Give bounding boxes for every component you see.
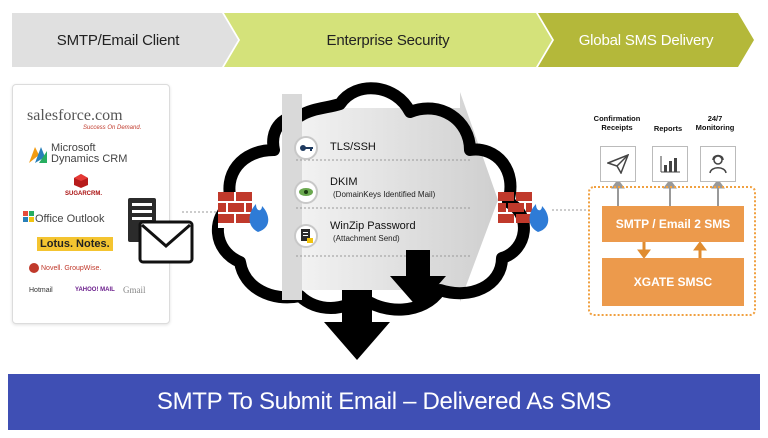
banner-text: SMTP To Submit Email – Delivered As SMS xyxy=(156,388,612,415)
stage-label: SMTP/Email Client xyxy=(56,31,180,49)
salesforce-logo: salesforce.com xyxy=(27,107,123,124)
yahoo-mail-logo: YAHOO! MAIL xyxy=(75,287,115,293)
lotus-notes-text: Lotus. Notes. xyxy=(40,238,110,250)
gmail-logo: Gmail xyxy=(123,285,146,295)
feature-label: 24/7 Monitoring xyxy=(695,114,735,132)
stage-label: Global SMS Delivery xyxy=(578,31,714,49)
outlook-icon xyxy=(23,211,34,222)
sugarcrm-logo: SUGARCRM. xyxy=(65,191,102,197)
dynamics-crm-text: Dynamics CRM xyxy=(51,153,128,165)
eye-icon xyxy=(294,180,318,204)
stage-global-sms-delivery: Global SMS Delivery xyxy=(538,13,754,67)
summary-banner: SMTP To Submit Email – Delivered As SMS xyxy=(8,374,760,430)
hotmail-logo: Hotmail xyxy=(29,287,53,294)
down-arrow-large xyxy=(324,290,390,360)
novell-groupwise-logo: Novell. GroupWise. xyxy=(41,265,102,272)
bar-chart-icon xyxy=(652,146,688,182)
left-firewall-icon xyxy=(218,192,269,232)
feature-label: Confirmation Receipts xyxy=(593,114,641,132)
office-outlook-logo: Office Outlook xyxy=(35,213,105,225)
lotus-notes-logo: Lotus. Notes. xyxy=(37,237,113,251)
sms-delivery-group xyxy=(588,186,756,316)
document-lock-icon xyxy=(294,224,318,248)
microsoft-dynamics-logo: Microsoft Dynamics CRM xyxy=(51,143,127,165)
feature-label: Reports xyxy=(653,124,683,133)
smtp-email2sms-gateway: SMTP / Email 2 SMS xyxy=(602,206,744,242)
paper-plane-icon xyxy=(600,146,636,182)
salesforce-tagline: Success On Demand. xyxy=(83,125,142,131)
sugarcrm-cube-icon xyxy=(74,174,88,188)
gateway-label: SMTP / Email 2 SMS xyxy=(615,217,731,231)
security-item-subtitle: (Attachment Send) xyxy=(333,234,400,243)
stage-enterprise-security: Enterprise Security xyxy=(224,13,552,67)
stage-smtp-email-client: SMTP/Email Client xyxy=(12,13,238,67)
smsc-label: XGATE SMSC xyxy=(633,275,713,289)
security-item-subtitle: (DomainKeys Identified Mail) xyxy=(333,190,436,199)
microsoft-dynamics-icon xyxy=(29,147,47,163)
xgate-smsc: XGATE SMSC xyxy=(602,258,744,306)
novell-icon xyxy=(29,263,39,273)
down-arrow-small xyxy=(390,250,446,308)
right-firewall-icon xyxy=(498,192,549,232)
security-item-title: TLS/SSH xyxy=(330,141,376,153)
support-agent-icon xyxy=(700,146,736,182)
security-item-title: WinZip Password xyxy=(330,220,416,232)
gateway-smsc-arrows xyxy=(637,241,707,259)
microsoft-text: Microsoft xyxy=(51,142,96,154)
connector-lines xyxy=(182,159,590,257)
key-icon xyxy=(294,136,318,160)
stage-label: Enterprise Security xyxy=(326,31,450,49)
envelope-icon xyxy=(138,220,194,264)
big-flow-arrow xyxy=(300,92,498,302)
security-item-title: DKIM xyxy=(330,176,358,188)
